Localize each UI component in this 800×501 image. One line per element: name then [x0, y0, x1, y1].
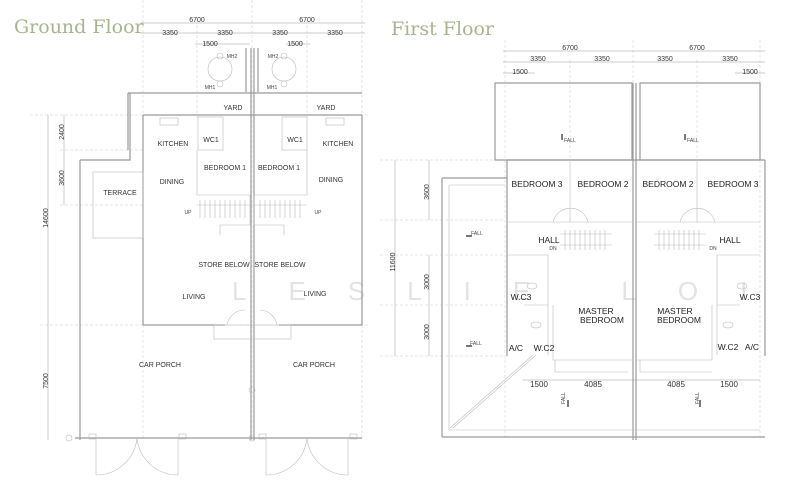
dim-1500: 1500: [530, 380, 548, 389]
fall-label: FALL: [564, 138, 576, 144]
dim-4085: 4085: [584, 380, 602, 389]
room-wc2: W.C2: [534, 343, 555, 353]
stair-down-label: DN: [549, 246, 557, 252]
room-bedroom-1: BEDROOM 1: [204, 165, 246, 172]
dim-1500: 1500: [287, 41, 303, 48]
room-master-bedroom: BEDROOM: [657, 315, 701, 325]
dim-3600: 3600: [59, 170, 66, 186]
room-wc3: W.C3: [740, 292, 761, 302]
room-living: LIVING: [304, 291, 327, 298]
ground-floor-plan: 6700 6700 3350 3350 3350 3350 1500 1500 …: [30, 0, 370, 476]
room-dining: DINING: [319, 177, 344, 184]
dim-3350: 3350: [217, 30, 233, 37]
room-car-porch: CAR PORCH: [139, 362, 181, 369]
room-master-bedroom: MASTER: [657, 306, 692, 316]
dim-3350: 3350: [272, 30, 288, 37]
ground-floor-title: Ground Floor: [14, 16, 145, 38]
dim-3600: 3600: [424, 184, 431, 200]
fall-label: FALL: [695, 392, 701, 404]
fall-label: FALL: [687, 138, 699, 144]
first-floor-plan: 6700 6700 3350 3350 3350 3350 1500 1500 …: [380, 40, 766, 440]
fall-label: FALL: [470, 341, 482, 347]
manhole-label: MH2: [268, 54, 279, 60]
dim-3350: 3350: [594, 56, 610, 63]
dim-1500: 1500: [202, 41, 218, 48]
dim-3350: 3350: [162, 30, 178, 37]
dim-11600: 11600: [390, 252, 397, 271]
manhole-label: MH2: [227, 54, 238, 60]
dim-3350: 3350: [722, 56, 738, 63]
room-terrace: TERRACE: [103, 190, 137, 197]
room-master-bedroom: BEDROOM: [580, 315, 624, 325]
dim-7500: 7500: [43, 373, 50, 389]
manhole-label: MH1: [267, 85, 278, 91]
dim-6700: 6700: [299, 17, 315, 24]
fall-arrow-icon: [466, 134, 701, 407]
room-master-bedroom: MASTER: [578, 306, 613, 316]
room-store-below: STORE BELOW: [254, 262, 306, 269]
first-floor-title: First Floor: [391, 18, 495, 40]
room-bedroom-2: BEDROOM 2: [577, 179, 628, 189]
room-wc3: W.C3: [511, 292, 532, 302]
room-kitchen: KITCHEN: [323, 141, 354, 148]
room-wc1: WC1: [287, 137, 303, 144]
room-ac: A/C: [509, 343, 523, 353]
room-ac: A/C: [745, 342, 759, 352]
room-yard: YARD: [317, 105, 336, 112]
dim-1500: 1500: [512, 69, 528, 76]
fall-label: FALL: [471, 231, 483, 237]
room-bedroom-1: BEDROOM 1: [258, 165, 300, 172]
dim-4085: 4085: [667, 380, 685, 389]
room-bedroom-2: BEDROOM 2: [642, 179, 693, 189]
room-bedroom-3: BEDROOM 3: [707, 179, 758, 189]
room-wc1: WC1: [203, 137, 219, 144]
manhole-label: MH1: [205, 85, 216, 91]
stair-down-label: DN: [709, 246, 717, 252]
dim-6700: 6700: [189, 17, 205, 24]
stair-up-label: UP: [185, 210, 193, 216]
dim-6700: 6700: [562, 45, 578, 52]
room-dining: DINING: [160, 179, 185, 186]
dim-3350: 3350: [657, 56, 673, 63]
dim-1500: 1500: [742, 69, 758, 76]
dim-3350: 3350: [530, 56, 546, 63]
room-kitchen: KITCHEN: [158, 141, 189, 148]
room-hall: HALL: [538, 235, 560, 245]
room-living: LIVING: [183, 294, 206, 301]
dim-1500: 1500: [720, 380, 738, 389]
stair-up-label: UP: [315, 210, 323, 216]
watermark: LESLIE LOI: [232, 276, 789, 306]
room-bedroom-3: BEDROOM 3: [511, 179, 562, 189]
room-car-porch: CAR PORCH: [293, 362, 335, 369]
room-yard: YARD: [224, 105, 243, 112]
dim-6700: 6700: [689, 45, 705, 52]
dim-2400: 2400: [59, 124, 66, 140]
dim-14600: 14600: [43, 208, 50, 228]
dim-3000: 3000: [424, 324, 431, 340]
fall-label: FALL: [561, 392, 567, 404]
room-hall: HALL: [719, 235, 741, 245]
room-wc2: W.C2: [718, 342, 739, 352]
dim-3350: 3350: [327, 30, 343, 37]
dim-3000: 3000: [424, 274, 431, 290]
room-store-below: STORE BELOW: [198, 262, 250, 269]
